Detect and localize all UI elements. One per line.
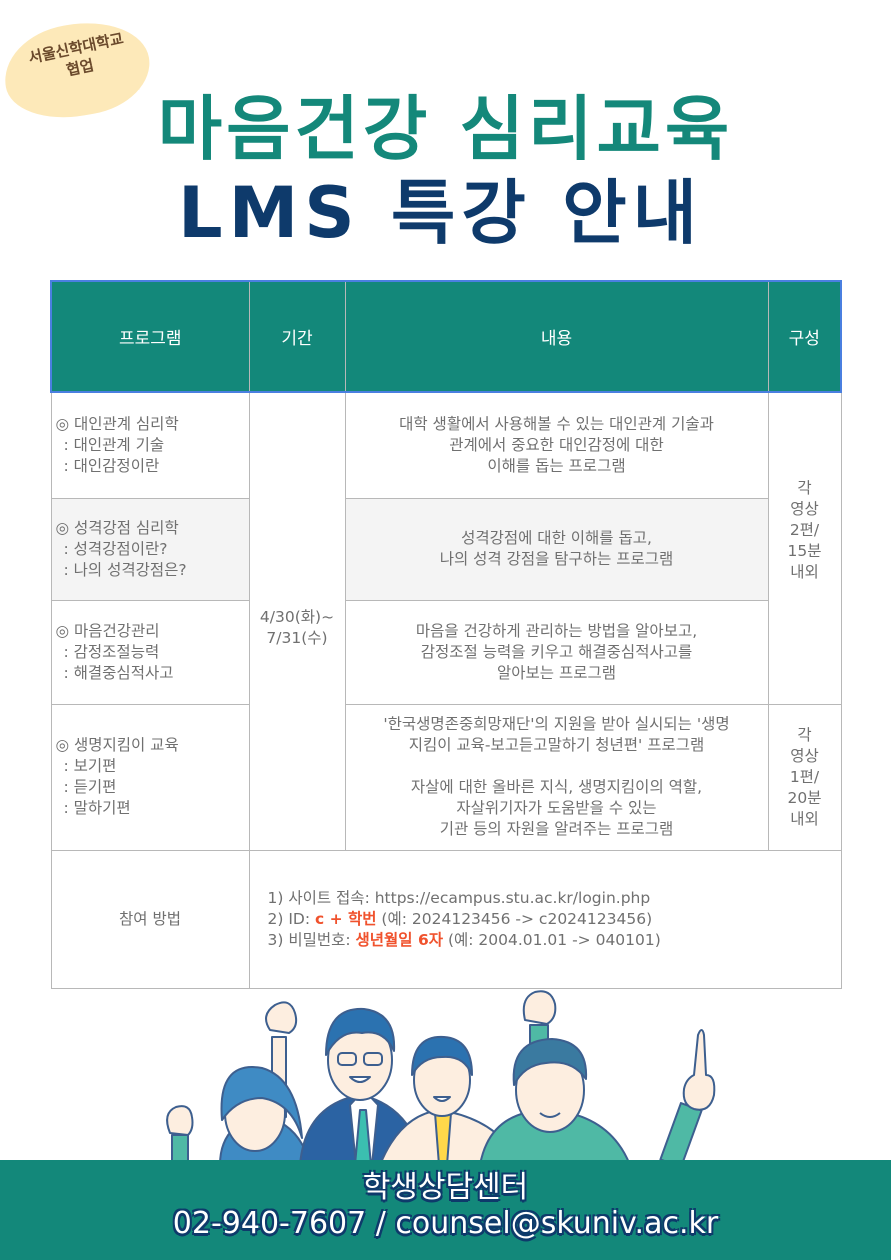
howto-step-1: 1) 사이트 접속: https://ecampus.stu.ac.kr/log… [268,888,841,909]
table-row: ◎ 성격강점 심리학 : 성격강점이란? : 나의 성격강점은? 성격강점에 대… [50,497,841,601]
composition-cell: 각 영상 1편/ 20분 내외 [767,703,842,851]
program-title: ◎ 성격강점 심리학 [55,518,179,537]
program-sub: : 보기편 [63,757,117,775]
program-sub: : 해결중심적사고 [63,663,174,682]
content-line: 대학 생활에서 사용해볼 수 있는 대인관계 기술과 [399,414,714,433]
composition-line: 15분 [787,541,822,560]
table-row: ◎ 마음건강관리 : 감정조절능력 : 해결중심적사고 마음을 건강하게 관리하… [50,599,841,705]
table-header-row: 프로그램 기간 내용 구성 [50,280,842,393]
table-row: ◎ 대인관계 심리학 : 대인관계 기술 : 대인감정이란 4/30(화)~ 7… [50,391,842,851]
program-title: ◎ 대인관계 심리학 [55,414,179,433]
composition-line: 2편/ [789,520,820,539]
content-line: 기관 등의 자원을 알려주는 프로그램 [439,820,674,838]
header-program: 프로그램 [50,280,250,393]
program-sub: : 성격강점이란? [63,539,168,558]
content-line: 자살에 대한 올바른 지식, 생명지킴이의 역할, [410,778,703,796]
id-rule-highlight: c + 학번 [315,909,377,928]
composition-line: 영상 [790,499,819,518]
composition-line: 20분 [787,788,822,807]
cheering-students-illustration [166,990,716,1165]
program-title: ◎ 마음건강관리 [55,621,160,640]
password-example: (예: 2004.01.01 -> 040101) [443,930,661,949]
program-sub: : 대인감정이란 [63,456,160,475]
header-period: 기간 [248,280,346,393]
program-cell: ◎ 마음건강관리 : 감정조절능력 : 해결중심적사고 [50,599,250,705]
content-line: 이해를 돕는 프로그램 [487,456,626,475]
howto-steps: 1) 사이트 접속: https://ecampus.stu.ac.kr/log… [248,849,842,989]
id-example: (예: 2024123456 -> c2024123456) [376,909,653,928]
composition-line: 내외 [790,809,819,828]
program-cell: ◎ 대인관계 심리학 : 대인관계 기술 : 대인감정이란 [50,391,250,499]
content-cell: 성격강점에 대한 이해를 돕고, 나의 성격 강점을 탐구하는 프로그램 [344,497,769,601]
composition-line: 내외 [790,562,819,581]
step-prefix: 1) 사이트 접속: [267,888,375,907]
composition-cell: 각 영상 2편/ 15분 내외 [767,391,842,705]
content-line: 나의 성격 강점을 탐구하는 프로그램 [439,550,674,568]
program-sub: : 나의 성격강점은? [63,560,187,579]
content-cell: 마음을 건강하게 관리하는 방법을 알아보고, 감정조절 능력을 키우고 해결중… [344,599,769,705]
content-line: 알아보는 프로그램 [496,663,616,682]
content-cell: '한국생명존중희망재단'의 지원을 받아 실시되는 '생명 지킴이 교육-보고듣… [344,703,769,851]
composition-line: 각 [797,478,812,497]
content-line: 마음을 건강하게 관리하는 방법을 알아보고, [415,621,698,640]
fist-icon [166,1105,194,1136]
table-row: ◎ 생명지킴이 교육 : 보기편 : 듣기편 : 말하기편 '한국생명존중희망재… [50,703,842,851]
program-sub: : 듣기편 [63,778,117,796]
content-line: 지킴이 교육-보고듣고말하기 청년편' 프로그램 [408,736,705,754]
page-title: 마음건강 심리교육 [157,88,734,170]
composition-line: 1편/ [789,767,820,786]
program-sub: : 대인관계 기술 [63,435,165,454]
program-table: 프로그램 기간 내용 구성 ◎ 대인관계 심리학 : 대인관계 기술 : 대인감… [50,280,842,989]
program-cell: ◎ 생명지킴이 교육 : 보기편 : 듣기편 : 말하기편 [50,703,250,851]
howto-step-2: 2) ID: c + 학번 (예: 2024123456 -> c2024123… [268,909,841,930]
content-line: 관계에서 중요한 대인감정에 대한 [449,435,664,454]
site-url[interactable]: https://ecampus.stu.ac.kr/login.php [374,888,651,907]
content-line: '한국생명존중희망재단'의 지원을 받아 실시되는 '생명 [383,715,730,733]
contact-footer: 학생상담센터 02-940-7607 / counsel@skuniv.ac.k… [0,1160,891,1260]
counseling-center-name: 학생상담센터 [362,1170,529,1205]
content-line: 자살위기자가 도움받을 수 있는 [456,799,657,817]
program-cell: ◎ 성격강점 심리학 : 성격강점이란? : 나의 성격강점은? [50,497,250,601]
password-rule-highlight: 생년월일 6자 [355,930,444,949]
howto-label: 참여 방법 [50,849,250,989]
page-subtitle: LMS 특강 안내 [177,172,704,254]
step-prefix: 2) ID: [267,909,315,928]
header-composition: 구성 [767,280,842,393]
spacer [346,756,768,777]
howto-row: 참여 방법 1) 사이트 접속: https://ecampus.stu.ac.… [50,849,842,989]
program-sub: : 감정조절능력 [63,642,160,661]
period-end: 7/31(수) [266,629,328,648]
program-title: ◎ 생명지킴이 교육 [55,736,179,754]
program-sub: : 말하기편 [63,799,131,817]
content-line: 감정조절 능력을 키우고 해결중심적사고를 [420,642,693,661]
period-cell: 4/30(화)~ 7/31(수) [248,391,346,851]
composition-line: 각 [797,725,812,744]
period-start: 4/30(화)~ [259,608,335,627]
content-cell: 대학 생활에서 사용해볼 수 있는 대인관계 기술과 관계에서 중요한 대인감정… [344,391,769,499]
step-prefix: 3) 비밀번호: [267,930,356,949]
howto-step-3: 3) 비밀번호: 생년월일 6자 (예: 2004.01.01 -> 04010… [268,930,841,951]
composition-line: 영상 [790,746,819,765]
content-line: 성격강점에 대한 이해를 돕고, [461,529,652,547]
contact-info[interactable]: 02-940-7607 / counsel@skuniv.ac.kr [172,1206,719,1241]
header-content: 내용 [344,280,769,393]
